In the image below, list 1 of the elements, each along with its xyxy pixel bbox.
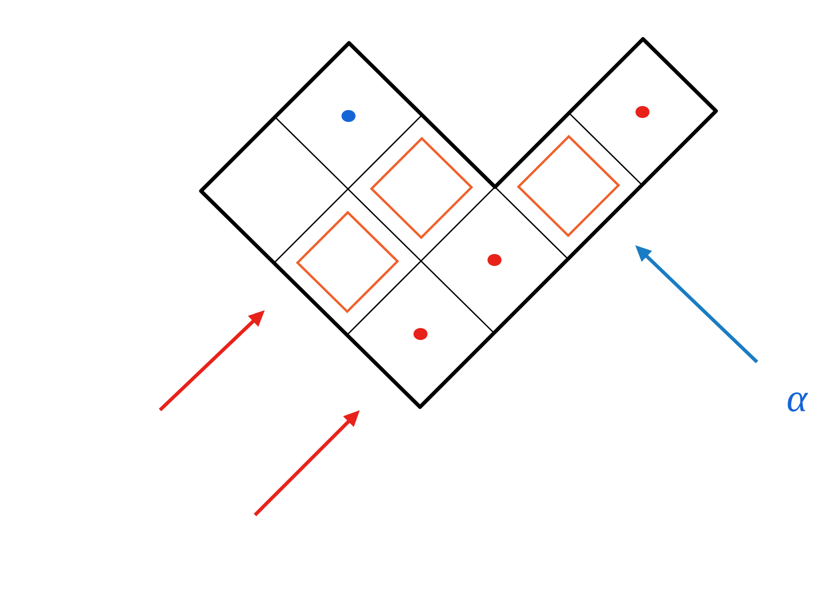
greek-letter: α [788, 392, 808, 412]
